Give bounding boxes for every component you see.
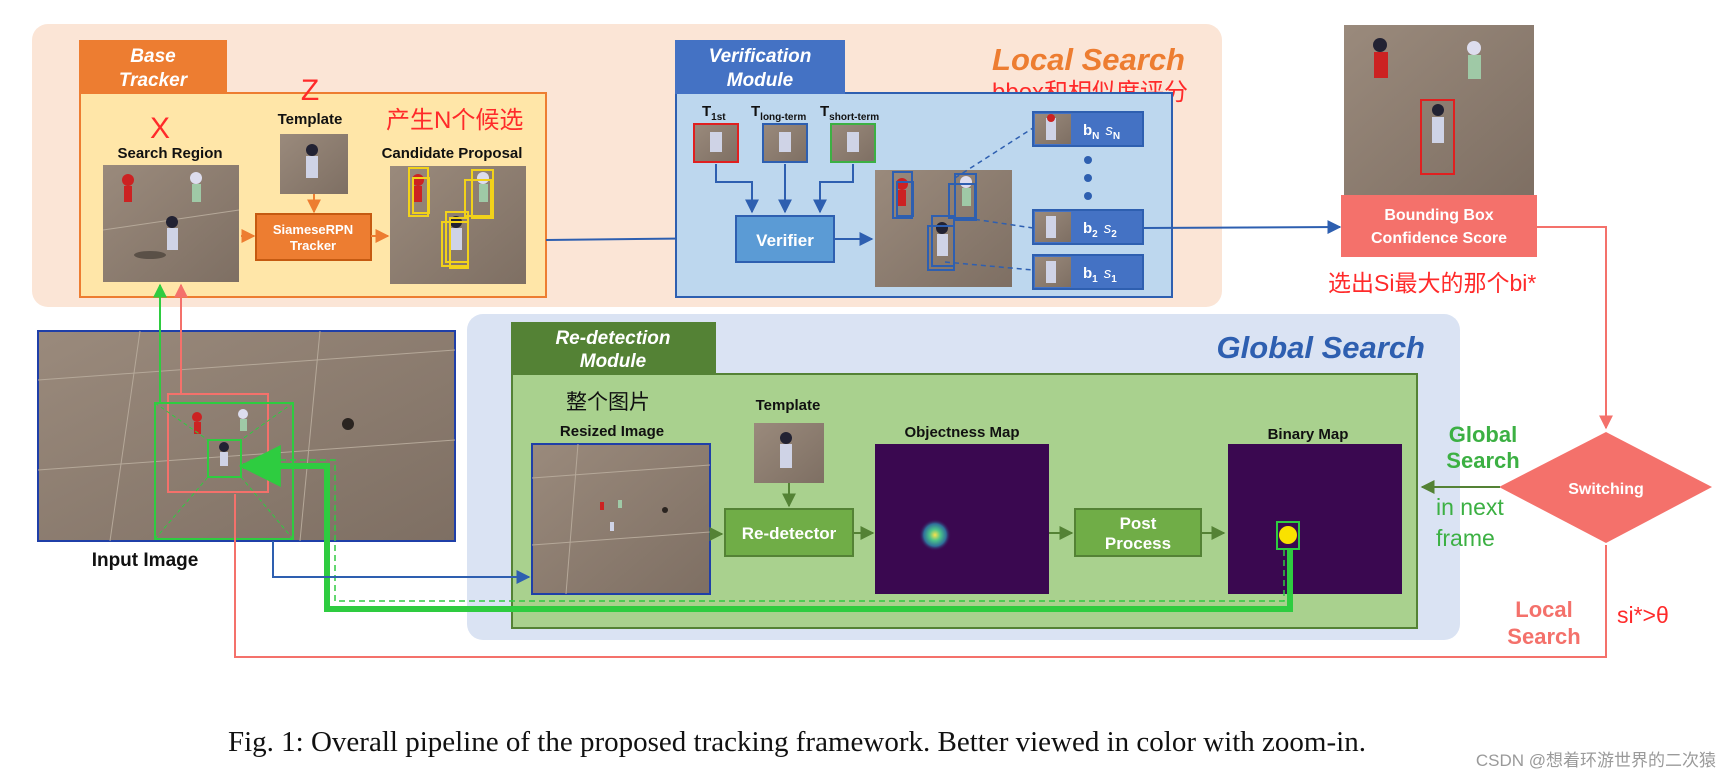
zoom-line-2: [240, 402, 294, 441]
input-image: [37, 330, 456, 542]
resized-image: [531, 443, 711, 595]
candidate-proposal-image: [390, 166, 526, 284]
dash-link-2: [965, 217, 1034, 229]
arrow-global-result-to-input: [238, 445, 1293, 612]
output-frame-image: [1344, 25, 1534, 195]
template-long-term-image: [762, 123, 808, 163]
candidate-proposal-label: Candidate Proposal: [382, 145, 523, 162]
siamese-rpn-label-2: Tracker: [290, 238, 336, 253]
dash-link-1: [944, 261, 1034, 271]
redetector-label: Re-detector: [742, 524, 837, 543]
verifier-block: [735, 215, 835, 263]
search-region-label: Search Region: [117, 145, 222, 162]
arrow-output-to-switching: [1537, 226, 1613, 430]
output-label-2: Confidence Score: [1371, 230, 1507, 247]
verification-title-tab: [675, 40, 845, 94]
verification-title-2: Module: [727, 70, 794, 91]
switching-label: Switching: [1568, 481, 1644, 498]
local-region-box: [167, 393, 269, 493]
arrow-t1st-to-verifier: [715, 164, 759, 214]
t-short-term-label: Tshort-term: [820, 103, 879, 123]
ellipsis-dot-2: [1084, 174, 1092, 182]
t-long-term-label: Tlong-term: [751, 103, 806, 123]
x-label: X: [150, 112, 170, 145]
siamese-rpn-label: SiameseRPN: [273, 222, 353, 237]
base-tracker-title: Base: [130, 46, 176, 67]
input-image-label: Input Image: [92, 550, 199, 571]
annotation-n-candidates: 产生N个候选: [386, 107, 523, 134]
local-search-loop: [234, 494, 1607, 658]
template-short-term-image: [830, 123, 876, 163]
arrow-input-to-resized: [272, 541, 531, 584]
ellipsis-dot-1: [1084, 156, 1092, 164]
objectness-map: [875, 444, 1049, 594]
dashed-global-result-path: [250, 459, 1285, 602]
redetector-block: [724, 508, 854, 557]
ellipsis-dot-3: [1084, 192, 1092, 200]
search-region-box: [154, 402, 294, 540]
template-image: [280, 134, 348, 194]
dash-link-n: [954, 127, 1034, 179]
global-template-image: [754, 423, 824, 483]
annotation-whole-image: 整个图片: [566, 391, 650, 414]
in-next-frame-label-2: frame: [1436, 525, 1495, 551]
post-process-label: Post: [1120, 514, 1157, 533]
local-search-branch-label-2: Search: [1507, 624, 1580, 649]
output-box: [1341, 195, 1537, 257]
arrow-to-output: [1142, 220, 1342, 235]
global-template-label: Template: [756, 397, 821, 414]
output-label: Bounding Box: [1384, 207, 1493, 224]
siamese-rpn-tracker: [255, 213, 372, 261]
threshold-annotation: si*>θ: [1617, 602, 1669, 628]
verified-candidates-image: [875, 170, 1012, 287]
switching-decision: [1499, 432, 1712, 543]
zoom-line-1: [154, 402, 209, 441]
objectness-map-label: Objectness Map: [904, 424, 1019, 441]
template-1st-image: [693, 123, 739, 163]
global-search-branch-label: Global: [1449, 422, 1517, 447]
figure-caption: Fig. 1: Overall pipeline of the proposed…: [228, 726, 1366, 758]
base-tracker-title-tab: [79, 40, 227, 94]
verification-title: Verification: [709, 46, 812, 67]
local-search-branch-label: Local: [1515, 597, 1572, 622]
resized-image-label: Resized Image: [560, 423, 664, 440]
post-process-label-2: Process: [1105, 534, 1171, 553]
redetection-title: Re-detection: [555, 328, 670, 349]
local-search-title: Local Search: [992, 42, 1185, 77]
base-tracker-title-2: Tracker: [119, 70, 189, 91]
binary-map-label: Binary Map: [1268, 426, 1349, 443]
arrow-tshort-to-verifier: [813, 164, 854, 214]
z-label: Z: [301, 74, 319, 107]
csdn-watermark: CSDN @想着环游世界的二次猿: [1476, 751, 1716, 770]
search-region-image: [102, 165, 240, 282]
template-label: Template: [278, 111, 343, 128]
redetection-title-2: Module: [580, 351, 647, 372]
redetection-title-tab: [511, 322, 716, 375]
global-search-title: Global Search: [1217, 330, 1425, 365]
t-1st-label: T1st: [702, 103, 726, 123]
global-search-branch-label-2: Search: [1446, 448, 1519, 473]
annotation-select-max: 选出Si最大的那个bi*: [1328, 270, 1536, 296]
verifier-label: Verifier: [756, 231, 814, 250]
binary-map: [1228, 444, 1402, 594]
in-next-frame-label: in next: [1436, 494, 1504, 520]
